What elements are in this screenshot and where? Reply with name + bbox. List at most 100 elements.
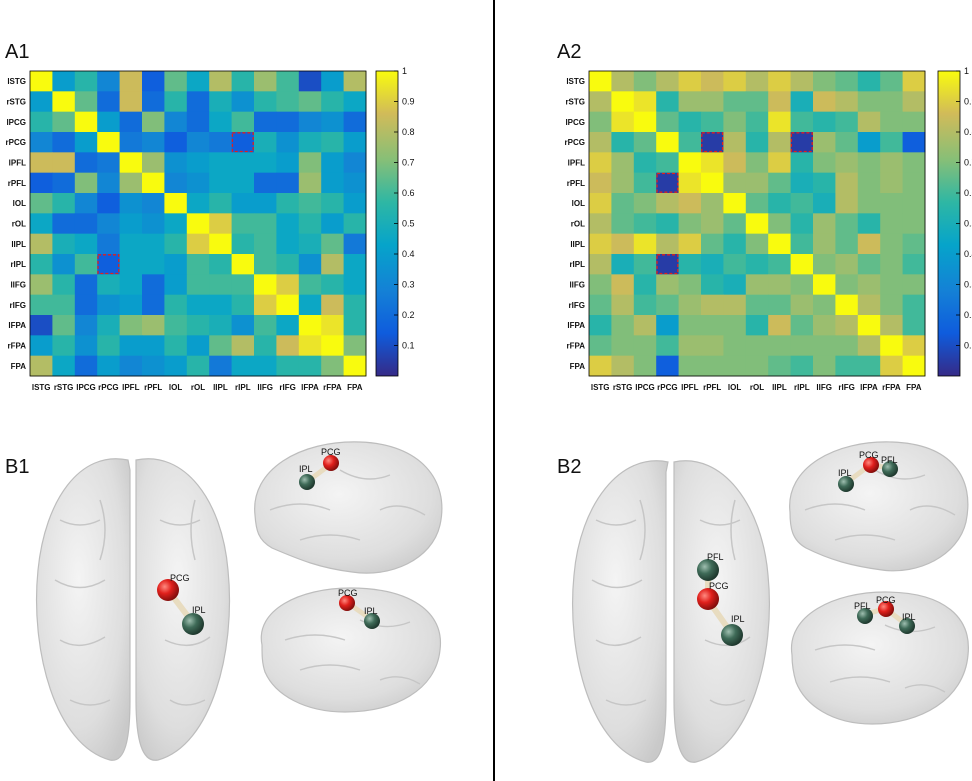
- heatmap-cell: [768, 71, 792, 92]
- col-tick-label: lFPA: [301, 383, 319, 392]
- heatmap-cell: [768, 274, 792, 296]
- heatmap-cell: [231, 254, 255, 275]
- node-pfl: [697, 559, 719, 581]
- heatmap-cell: [321, 193, 345, 214]
- brain-sulci: [284, 619, 421, 685]
- heatmap-cell: [231, 213, 255, 235]
- heatmap-cell: [164, 254, 188, 275]
- heatmap-cell: [30, 193, 53, 214]
- heatmap-cell: [589, 254, 612, 275]
- row-tick-label: lPCG: [6, 118, 26, 127]
- heatmap-cell: [343, 355, 367, 377]
- heatmap-cell: [902, 172, 926, 194]
- heatmap-cell: [611, 71, 635, 92]
- heatmap-cell: [857, 355, 881, 377]
- heatmap-cell: [276, 152, 300, 174]
- heatmap-cell: [30, 274, 53, 296]
- heatmap-cell: [164, 274, 188, 296]
- heatmap-cell: [74, 294, 98, 316]
- heatmap-cell: [633, 315, 657, 336]
- heatmap-cell: [857, 172, 881, 194]
- heatmap-cell: [164, 152, 188, 174]
- heatmap-cell: [813, 152, 836, 174]
- heatmap-cell: [589, 335, 612, 357]
- col-tick-label: rFPA: [323, 383, 342, 392]
- heatmap-cell: [343, 233, 367, 255]
- colorbar-tick-label: 0.5: [402, 219, 415, 229]
- heatmap-cell: [231, 335, 255, 357]
- heatmap-cell: [231, 193, 255, 214]
- col-tick-label: lPCG: [635, 383, 655, 392]
- heatmap-cell: [813, 315, 836, 336]
- heatmap-cell: [701, 132, 724, 153]
- heatmap-cell: [701, 213, 724, 235]
- heatmap-cell: [768, 254, 792, 275]
- row-tick-label: lPFL: [568, 159, 585, 168]
- row-tick-label: FPA: [570, 362, 586, 371]
- heatmap-cell: [723, 132, 747, 153]
- heatmap-cell: [186, 213, 210, 235]
- heatmap-cell: [30, 152, 53, 174]
- heatmap-cell: [902, 254, 926, 275]
- heatmap-cell: [186, 193, 210, 214]
- heatmap-cell: [209, 335, 233, 357]
- heatmap-cell: [723, 335, 747, 357]
- colorbar-tick-label: 0.9: [402, 97, 415, 107]
- colorbar-tick-label: 0.3: [964, 280, 972, 290]
- col-tick-label: lSTG: [591, 383, 610, 392]
- heatmap-cell: [343, 335, 367, 357]
- heatmap-cell: [880, 213, 904, 235]
- heatmap-cell: [813, 335, 836, 357]
- heatmap-cell: [164, 335, 188, 357]
- heatmap-cell: [723, 294, 747, 316]
- heatmap-cell: [343, 294, 367, 316]
- heatmap-cell: [633, 355, 657, 377]
- heatmap-cell: [276, 335, 300, 357]
- heatmap-cell: [589, 315, 612, 336]
- heatmap-cell: [186, 71, 210, 92]
- heatmap-cell: [119, 213, 143, 235]
- heatmap-cell: [857, 254, 881, 275]
- heatmap-cell: [589, 294, 612, 316]
- heatmap-cell: [321, 91, 345, 113]
- row-tick-label: rFPA: [566, 342, 585, 351]
- heatmap-cell: [254, 91, 277, 113]
- heatmap-cell: [835, 335, 859, 357]
- col-tick-label: lIFG: [257, 383, 273, 392]
- heatmap-cell: [880, 91, 904, 113]
- col-tick-label: lOL: [169, 383, 182, 392]
- heatmap-cell: [298, 294, 322, 316]
- row-tick-label: FPA: [11, 362, 27, 371]
- heatmap-cell: [611, 152, 635, 174]
- heatmap-cell: [633, 294, 657, 316]
- heatmap-a2: lSTGrSTGlPCGrPCGlPFLrPFLlOLrOLlIPLrIPLlI…: [565, 70, 926, 392]
- heatmap-cell: [52, 152, 76, 174]
- heatmap-cell: [209, 315, 233, 336]
- heatmap-cell: [254, 213, 277, 235]
- node-ipl: [299, 474, 315, 490]
- heatmap-cell: [790, 254, 814, 275]
- heatmap-cell: [835, 213, 859, 235]
- node-label-ipl: IPL: [838, 468, 852, 478]
- heatmap-cell: [835, 132, 859, 153]
- heatmap-cell: [701, 274, 724, 296]
- heatmap-cell: [902, 213, 926, 235]
- row-tick-label: lSTG: [7, 77, 26, 86]
- node-label-ipl: IPL: [192, 605, 206, 615]
- heatmap-cell: [902, 315, 926, 336]
- heatmap-cell: [254, 172, 277, 194]
- colorbar-tick-label: 0.5: [964, 219, 972, 229]
- heatmap-cell: [142, 233, 165, 255]
- heatmap-cell: [633, 335, 657, 357]
- colorbar-tick-label: 0.1: [964, 341, 972, 351]
- heatmap-cell: [276, 193, 300, 214]
- heatmap-cell: [768, 111, 792, 133]
- heatmap-cell: [857, 71, 881, 92]
- heatmap-cell: [52, 193, 76, 214]
- heatmap-cell: [231, 132, 255, 153]
- heatmap-cell: [633, 132, 657, 153]
- row-tick-label: rPCG: [565, 138, 585, 147]
- heatmap-cell: [52, 71, 76, 92]
- heatmap-cell: [209, 294, 233, 316]
